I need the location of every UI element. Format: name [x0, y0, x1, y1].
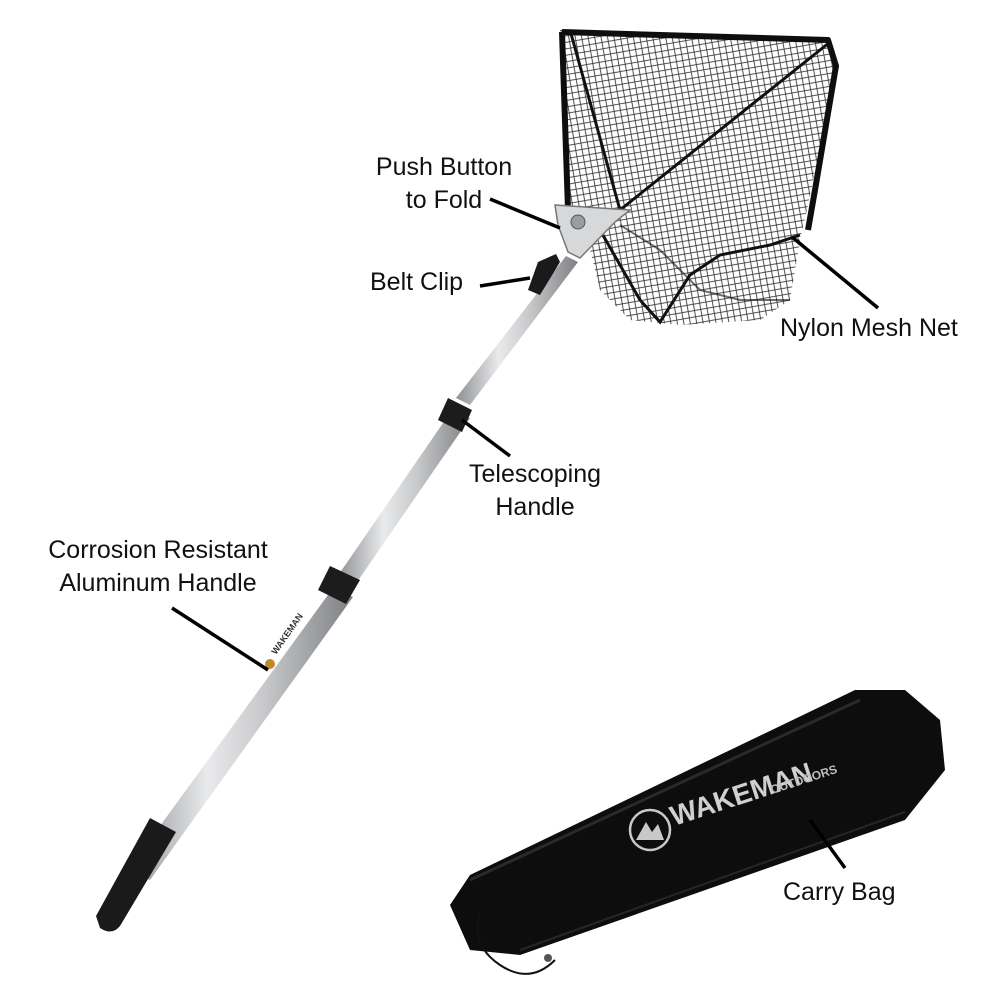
- leader-carry-bag: [808, 818, 847, 870]
- label-carry-bag: Carry Bag: [783, 878, 896, 906]
- nylon-mesh-net: [560, 29, 835, 325]
- leader-belt-clip: [479, 276, 531, 288]
- leader-lines: [171, 197, 880, 870]
- leader-push-button: [489, 197, 561, 230]
- push-button-yoke: [554, 204, 632, 259]
- belt-clip: [528, 254, 560, 295]
- label-aluminum-line2: Aluminum Handle: [59, 569, 257, 597]
- label-push-button-line2: to Fold: [405, 186, 483, 214]
- aluminum-handle: [128, 256, 578, 880]
- leader-telescoping: [460, 418, 512, 458]
- label-telescoping-handle: Telescoping Handle: [450, 458, 620, 524]
- label-push-button: Push Button to Fold: [362, 151, 526, 217]
- leader-aluminum: [171, 606, 269, 672]
- net-hoop-frame: [559, 29, 839, 231]
- label-aluminum-line1: Corrosion Resistant: [48, 536, 268, 564]
- leader-nylon-mesh: [790, 235, 880, 310]
- label-telescoping-line1: Telescoping: [468, 460, 602, 488]
- foam-grip: [96, 818, 176, 932]
- telescoping-collar-lower: [318, 566, 360, 604]
- label-nylon-mesh-net: Nylon Mesh Net: [780, 314, 958, 342]
- carry-bag: [450, 690, 945, 975]
- label-telescoping-line2: Handle: [495, 493, 575, 521]
- label-belt-clip: Belt Clip: [370, 268, 464, 296]
- label-push-button-line1: Push Button: [375, 153, 513, 181]
- label-aluminum-handle: Corrosion Resistant Aluminum Handle: [24, 534, 292, 600]
- telescoping-collar-upper: [438, 398, 472, 432]
